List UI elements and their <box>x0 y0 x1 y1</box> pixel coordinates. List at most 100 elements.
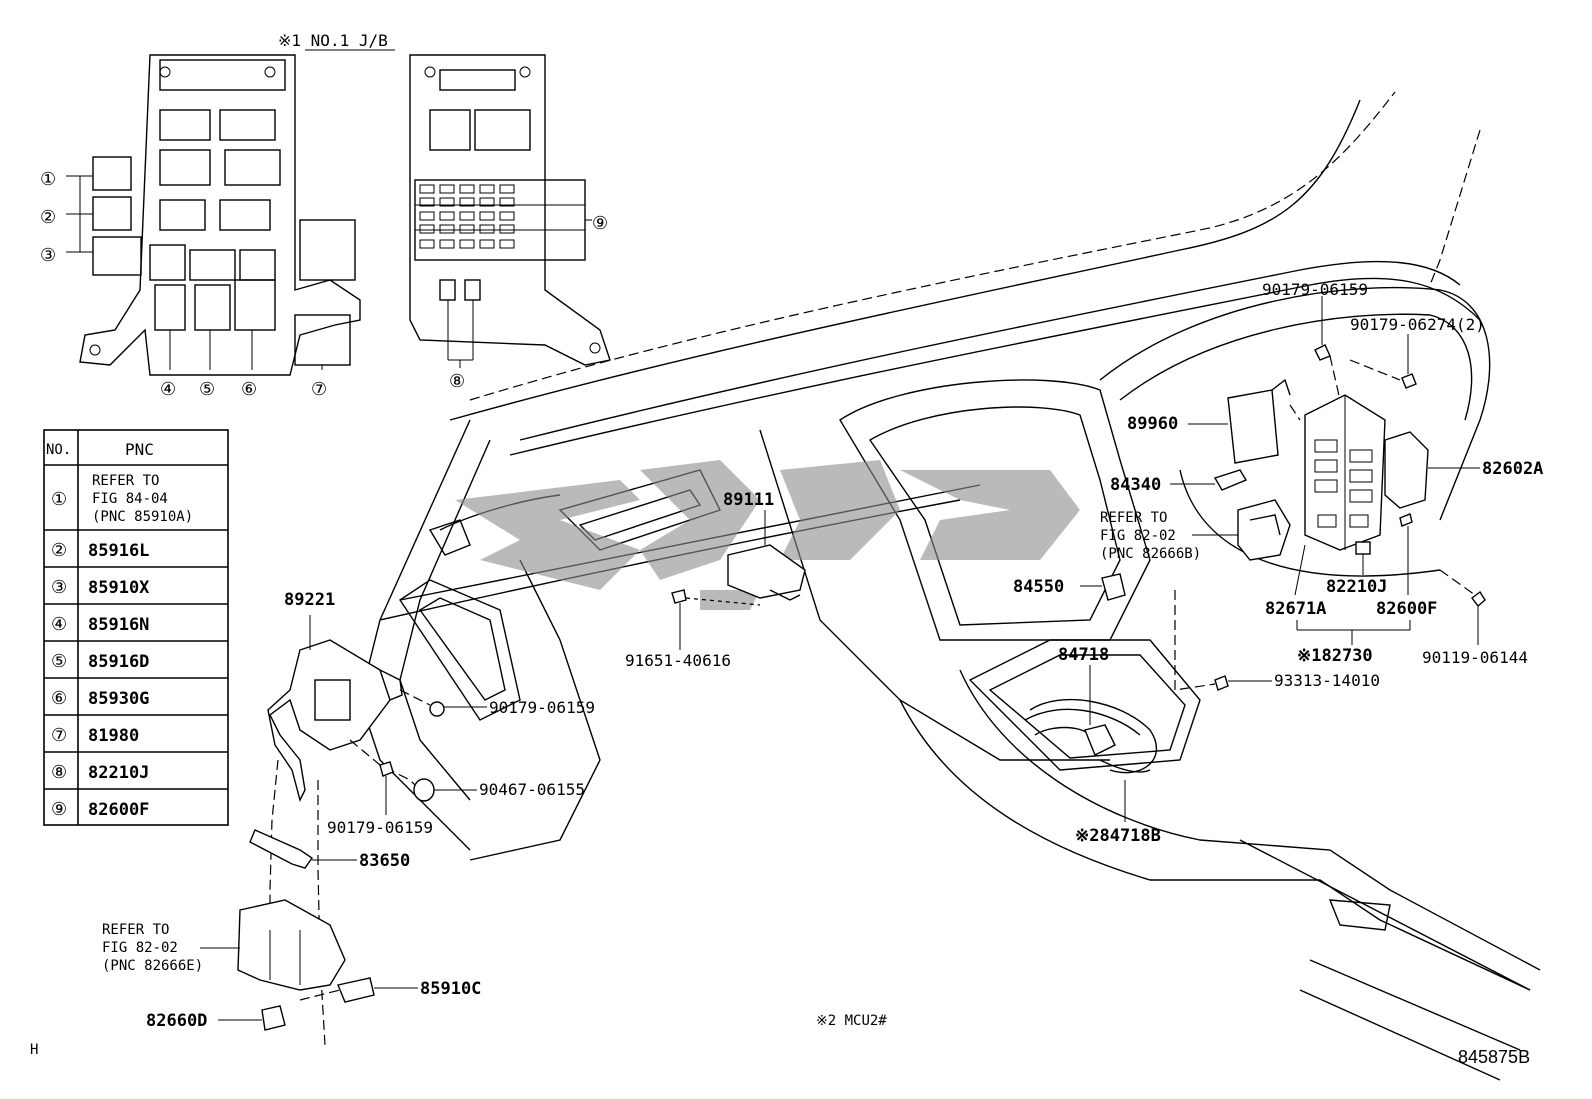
table-row-7-no: ⑦ <box>51 725 67 746</box>
screw-91651 <box>671 589 761 650</box>
table-row-3-no: ③ <box>51 577 67 598</box>
nut-90179-top <box>1314 296 1331 361</box>
label-90119-06144: 90119-06144 <box>1422 648 1528 667</box>
table-row-2-pnc: 85916L <box>88 541 149 561</box>
table-row-1-pnc-line2: FIG 84-04 <box>92 491 168 507</box>
part-82660d-clip <box>218 1005 286 1031</box>
label-84340: 84340 <box>1110 475 1161 495</box>
refer-left-line3: (PNC 82666E) <box>102 958 203 974</box>
label-85910c: 85910C <box>420 979 481 999</box>
junction-block-left-view <box>79 54 361 376</box>
table-row-6-pnc: 85930G <box>88 689 149 709</box>
label-82600f: 82600F <box>1376 599 1437 619</box>
bolt-90179-lower <box>379 761 394 815</box>
svg-text:③: ③ <box>40 245 56 266</box>
table-row-7-pnc: 81980 <box>88 726 139 746</box>
label-90179-06159-c: 90179-06159 <box>1262 280 1368 299</box>
corner-mark: H <box>30 1042 38 1058</box>
part-83650-sensor <box>249 829 357 869</box>
fuse-grid <box>419 184 515 249</box>
refer-right-line2: FIG 82-02 <box>1100 528 1176 544</box>
refer-right-line3: (PNC 82666B) <box>1100 546 1201 562</box>
part-89111-module <box>727 510 806 601</box>
table-row-9-pnc: 82600F <box>88 800 149 820</box>
refer-right-line1: REFER TO <box>1100 510 1167 526</box>
label-82671a: 82671A <box>1265 599 1326 619</box>
label-90179-06159-b: 90179-06159 <box>327 818 433 837</box>
label-84718: 84718 <box>1058 645 1109 665</box>
label-83650: 83650 <box>359 851 410 871</box>
table-row-5-pnc: 85916D <box>88 652 149 672</box>
label-89221: 89221 <box>284 590 335 610</box>
svg-text:①: ① <box>40 169 56 190</box>
refer-left-line2: FIG 82-02 <box>102 940 178 956</box>
table-row-1-no: ① <box>51 489 67 510</box>
table-row-6-no: ⑥ <box>51 688 67 709</box>
bolt-90179-left <box>429 701 487 717</box>
page-code: 845875B <box>1458 1047 1530 1067</box>
part-82730-junction-block <box>1304 394 1386 551</box>
label-91651-40616: 91651-40616 <box>625 651 731 670</box>
table-row-8-pnc: 82210J <box>88 763 149 783</box>
part-84550-switch <box>1080 573 1126 601</box>
table-row-4-no: ④ <box>51 614 67 635</box>
footnote-mcu2: ※2 MCU2# <box>816 1013 887 1029</box>
table-row-3-pnc: 85910X <box>88 578 150 598</box>
table-header-no: NO. <box>46 442 71 458</box>
bracket-82730 <box>1296 620 1411 645</box>
bolt-90119 <box>1439 569 1486 645</box>
jb-title: ※1 NO.1 J/B <box>278 31 388 50</box>
label-84550: 84550 <box>1013 577 1064 597</box>
part-82600f-relay <box>1399 513 1413 595</box>
label-84718b: ※284718B <box>1075 826 1161 846</box>
table-row-8-no: ⑧ <box>51 762 67 783</box>
label-89960: 89960 <box>1127 414 1178 434</box>
svg-text:⑧: ⑧ <box>449 371 465 392</box>
part-89221-bracket <box>267 615 403 802</box>
watermark-logo <box>455 460 1080 610</box>
refer-left-line1: REFER TO <box>102 922 169 938</box>
callout-1: ① <box>40 169 56 190</box>
callout-5: ⑤ <box>199 379 215 400</box>
table-row-4-pnc: 85916N <box>88 615 149 635</box>
table-header-pnc: PNC <box>125 440 154 459</box>
label-93313-14010: 93313-14010 <box>1274 671 1380 690</box>
callout-9: ⑨ <box>592 213 608 234</box>
part-82602a-cover <box>1384 431 1480 509</box>
callout-2: ② <box>40 207 56 228</box>
part-82210j-relay <box>1355 541 1371 575</box>
part-84340-sensor <box>1170 469 1248 491</box>
part-84718-harness <box>1024 665 1157 822</box>
svg-text:⑥: ⑥ <box>241 379 257 400</box>
svg-text:⑤: ⑤ <box>199 379 215 400</box>
label-82660d: 82660D <box>146 1011 207 1031</box>
pnc-table: NO. PNC ① REFER TO FIG 84-04 (PNC 85910A… <box>43 429 229 826</box>
label-89111: 89111 <box>723 490 774 510</box>
callout-leaders <box>66 175 592 370</box>
callout-3: ③ <box>40 245 56 266</box>
label-90179-06159-a: 90179-06159 <box>489 698 595 717</box>
dashboard-outline <box>359 91 1541 1081</box>
part-82666b-relay <box>1237 499 1291 561</box>
label-90467-06155: 90467-06155 <box>479 780 585 799</box>
table-row-5-no: ⑤ <box>51 651 67 672</box>
screw-93313 <box>1174 590 1272 691</box>
label-82210j: 82210J <box>1326 577 1387 597</box>
part-85910c-connector <box>337 977 418 1003</box>
table-row-9-no: ⑨ <box>51 799 67 820</box>
label-82602a: 82602A <box>1482 459 1543 479</box>
junction-block-right-view <box>409 54 611 366</box>
svg-text:⑦: ⑦ <box>311 379 327 400</box>
table-row-2-no: ② <box>51 540 67 561</box>
table-row-1-pnc-line3: (PNC 85910A) <box>92 509 193 525</box>
clip-90467 <box>413 778 477 802</box>
label-90179-06274: 90179-06274(2) <box>1350 315 1485 334</box>
label-82730: ※182730 <box>1297 646 1373 666</box>
svg-text:④: ④ <box>160 379 176 400</box>
callout-4: ④ <box>160 379 176 400</box>
table-row-1-pnc-line1: REFER TO <box>92 473 159 489</box>
part-82666e-ecu <box>200 899 346 991</box>
callout-6: ⑥ <box>241 379 257 400</box>
